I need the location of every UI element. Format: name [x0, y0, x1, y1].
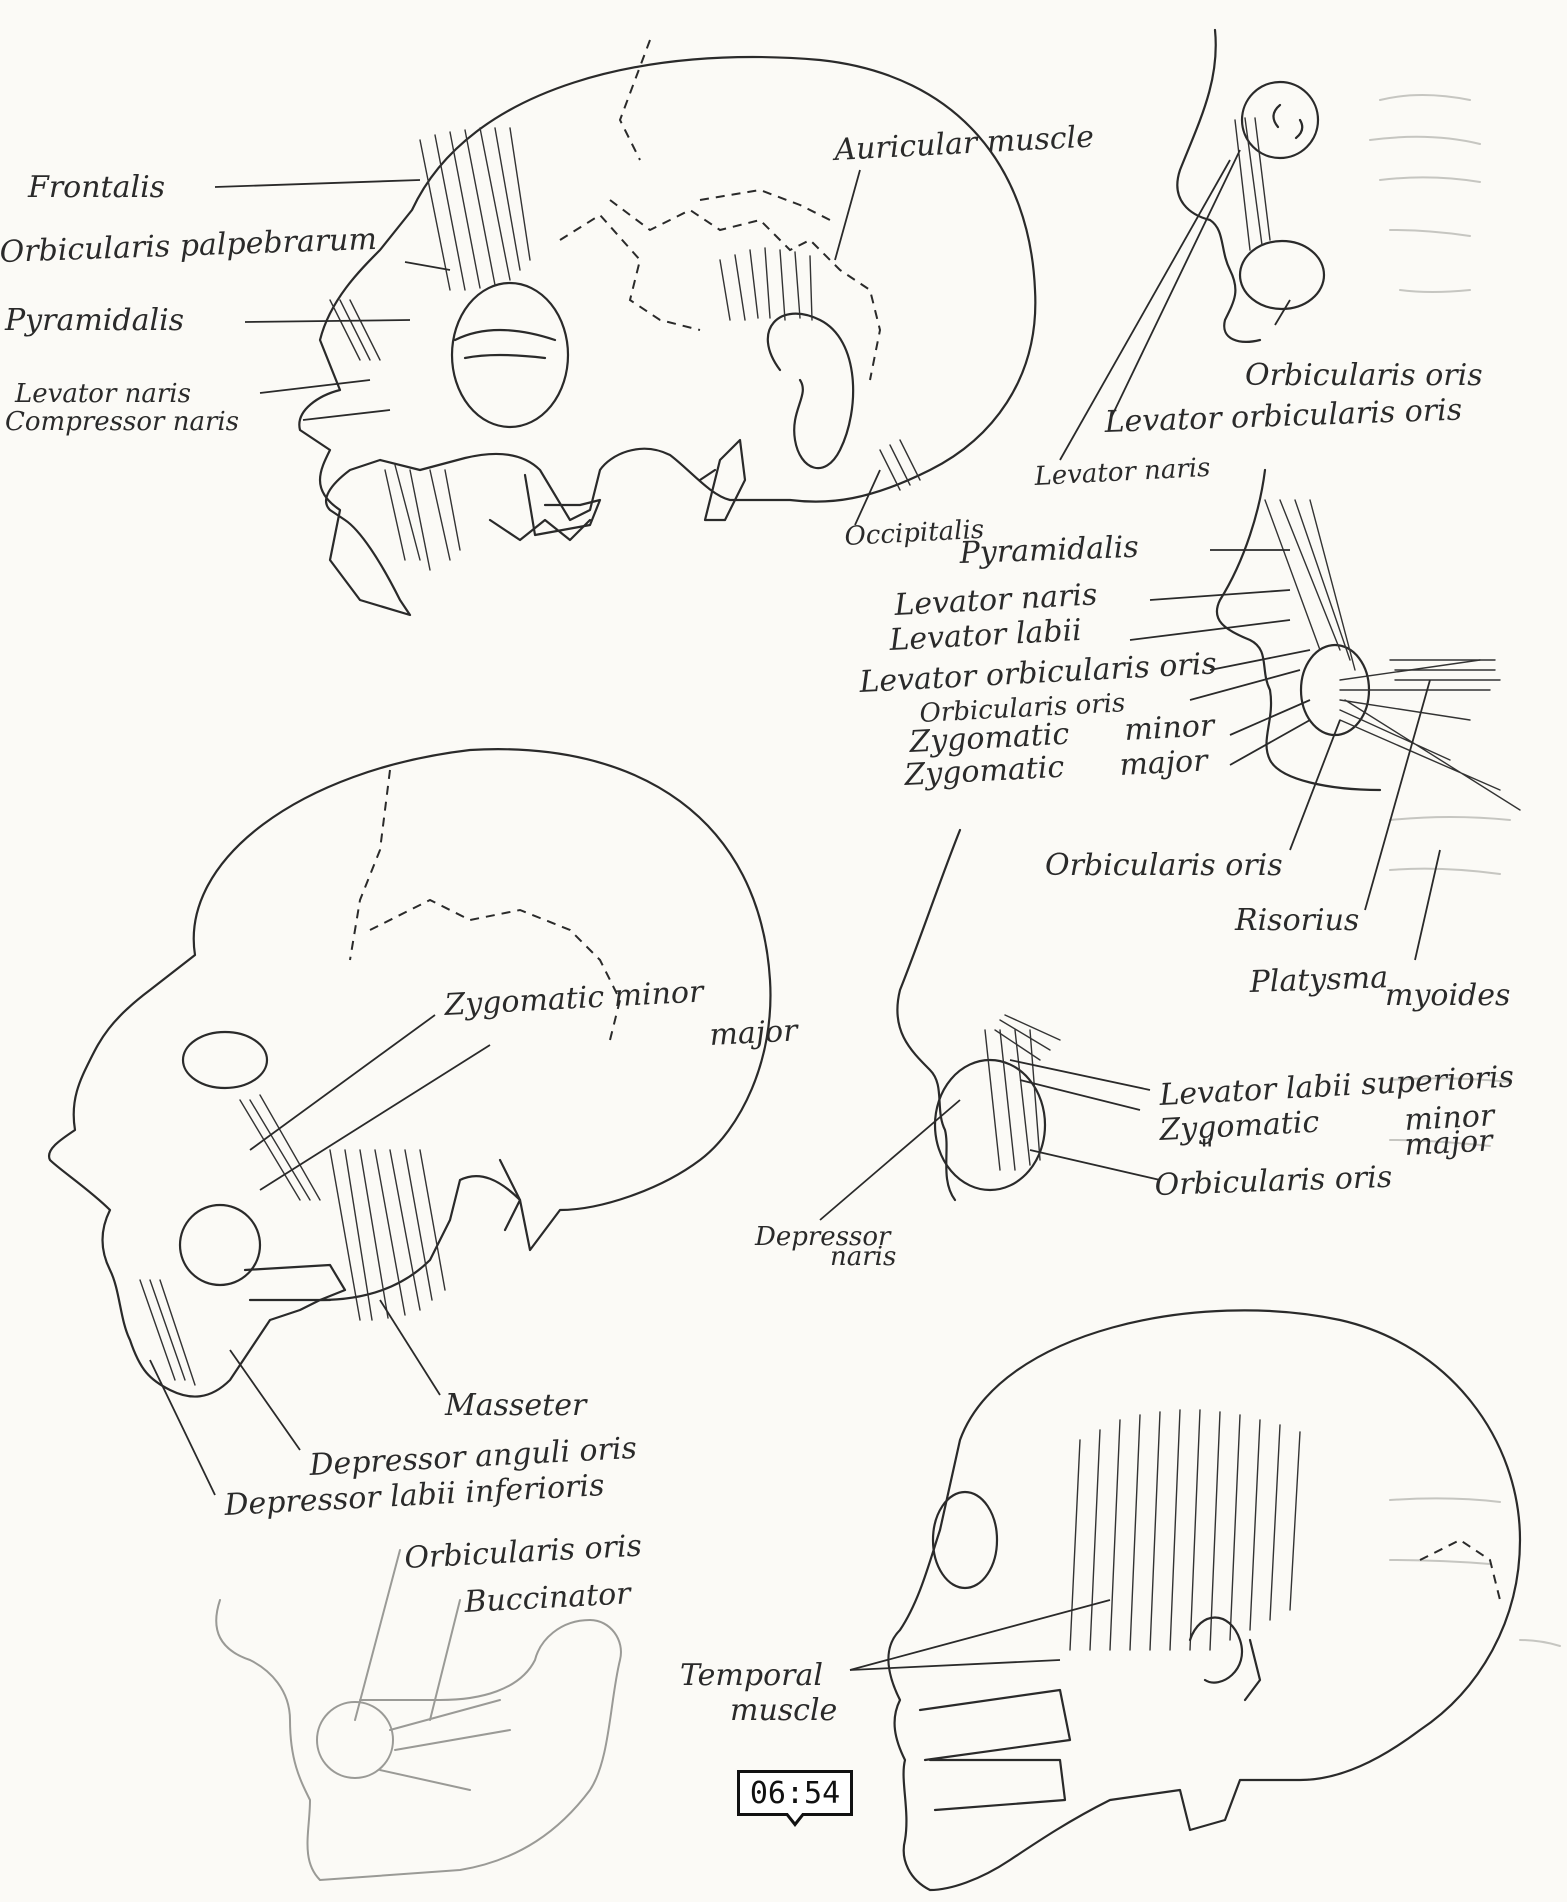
label-orbicularis-oris-e: Orbicularis oris: [404, 1529, 643, 1576]
figure-lip-muscles-center: [897, 830, 1060, 1200]
timestamp-tail-inner: [787, 1812, 803, 1822]
label-major-c: major: [1404, 1123, 1495, 1163]
label-major-b: major: [1119, 743, 1210, 783]
bleed-through-marks: [1370, 95, 1560, 1646]
label-temporal: Temporal: [680, 1658, 823, 1693]
label-orbicularis-palpebrarum: Orbicularis palpebrarum: [0, 222, 377, 270]
label-orbicularis-oris-d: Orbicularis oris: [1154, 1160, 1393, 1203]
label-frontalis: Frontalis: [27, 170, 165, 205]
label-zygomatic-c: Zygomatic: [1158, 1105, 1321, 1148]
label-masseter: Masseter: [444, 1388, 588, 1423]
figure-nose-lip-top-right: [1177, 30, 1324, 342]
label-pyramidalis-b: Pyramidalis: [958, 530, 1139, 571]
label-pyramidalis-top: Pyramidalis: [4, 303, 184, 338]
figure-jaw-bottom-left: [216, 1600, 621, 1880]
label-compressor-naris: Compressor naris: [5, 407, 239, 437]
figure-skull-mid-left: [49, 749, 770, 1396]
label-orbicularis-oris-a: Orbicularis oris: [1245, 358, 1483, 393]
label-zygomatic-major: Zygomatic: [903, 750, 1066, 793]
label-buccinator: Buccinator: [463, 1576, 633, 1620]
label-orbicularis-oris-c: Orbicularis oris: [1045, 848, 1283, 883]
label-levator-naris-a: Levator naris: [1033, 453, 1211, 492]
label-auricular-muscle: Auricular muscle: [831, 119, 1095, 168]
label-levator-orbicularis-oris-a: Levator orbicularis oris: [1103, 393, 1463, 440]
label-minor-b: minor: [1124, 708, 1217, 748]
timestamp-badge: 06:54: [737, 1770, 853, 1816]
label-myoides: myoides: [1385, 978, 1510, 1013]
labels: Frontalis Orbicularis palpebrarum Pyrami…: [0, 119, 1515, 1728]
figure-lip-muscles-right: [1217, 470, 1520, 810]
label-levator-naris-top: Levator naris: [14, 379, 191, 409]
label-major-mid: major: [709, 1013, 800, 1053]
label-platysma: Platysma: [1248, 960, 1389, 1000]
label-muscle: muscle: [730, 1693, 837, 1728]
label-risorius: Risorius: [1234, 903, 1359, 938]
figure-skull-bottom-right: [888, 1310, 1520, 1890]
label-ditto-mark: ": [1200, 1133, 1214, 1168]
label-zygomatic-minor-mid: Zygomatic minor: [443, 974, 706, 1023]
label-naris: naris: [830, 1242, 896, 1272]
